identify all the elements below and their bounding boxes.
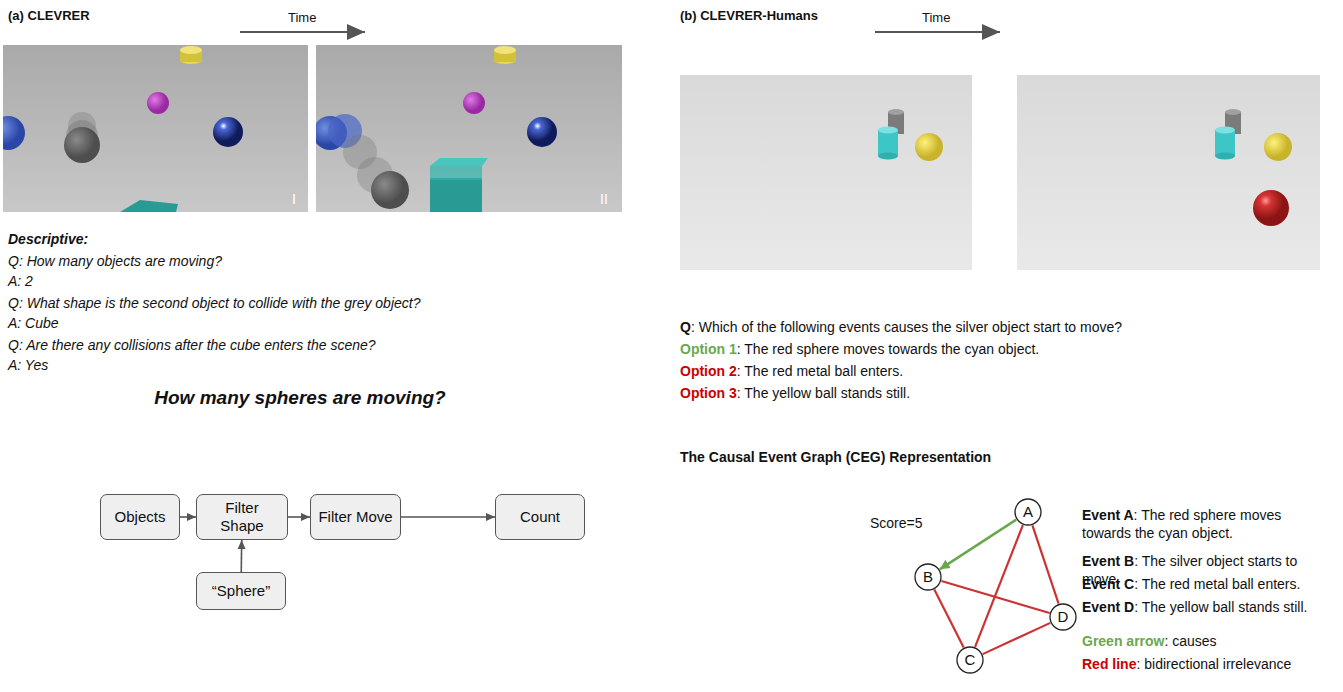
connector [180,516,196,518]
label-text: : causes [1164,633,1216,649]
event-circle: A [1014,498,1042,526]
label-text: : Which of the following events causes t… [691,319,1122,335]
label-text: Time [288,10,316,25]
text-line: Q: What shape is the second object to co… [8,294,420,312]
label-text: : The red sphere moves towards the cyan … [737,341,1039,357]
text-line: A: Cube [8,314,59,332]
connector [941,581,1049,613]
event-circle: C [956,646,984,674]
event-circle: D [1049,603,1077,631]
label-text: Red line [1082,656,1136,672]
time-arrow [240,31,365,33]
label-text: How many spheres are moving? [154,387,445,408]
label-text: (b) CLEVRER-Humans [680,8,818,23]
node-text: D [1058,608,1069,625]
text-line: Q: Which of the following events causes … [680,318,1122,336]
text-line: A: 2 [8,272,33,290]
text-line: Event C: The red metal ball enters. [1082,575,1334,593]
label-text: Q: What shape is the second object to co… [8,295,420,311]
label-text: : bidirectional irrelevance [1136,656,1291,672]
label-text: (a) CLEVRER [8,8,90,23]
label-text: Time [922,10,950,25]
label-text: Descriptive: [8,231,88,247]
process-box: “Sphere” [196,572,286,610]
scene-frame-2 [316,45,622,212]
label-text: Event B [1082,553,1134,569]
scene-frame-1 [3,45,308,212]
text-line: II [600,190,608,208]
text-line: Q: How many objects are moving? [8,252,222,270]
label-text: The Causal Event Graph (CEG) Representat… [680,449,991,465]
label-text: : The red metal ball enters. [737,363,903,379]
text-line: Q: Are there any collisions after the cu… [8,336,376,354]
connector [983,623,1051,654]
process-box: Filter Move [310,494,401,540]
node-text: Filter Move [318,508,392,525]
connector [288,516,310,518]
label-text: Event D [1082,599,1134,615]
text-line: Event A: The red sphere moves towards th… [1082,506,1334,542]
connector [401,516,495,518]
time-arrow [875,31,1000,33]
text-line: The Causal Event Graph (CEG) Representat… [680,448,991,466]
node-text: “Sphere” [212,582,270,599]
text-line: A: Yes [8,356,48,374]
label-text: I [292,191,296,207]
label-text: A: Cube [8,315,59,331]
node-text: C [965,651,976,668]
text-line: Option 2: The red metal ball enters. [680,362,903,380]
label-text: Q: How many objects are moving? [8,253,222,269]
node-text: Filter Shape [220,499,263,534]
label-text: Event A [1082,507,1134,523]
label-text: Event C [1082,576,1134,592]
label-text: Option 2 [680,363,737,379]
scene-frame-4 [1017,75,1320,270]
text-line: Event D: The yellow ball stands still. [1082,598,1334,616]
text-line: How many spheres are moving? [130,386,470,410]
label-text: : The yellow ball stands still. [737,385,910,401]
scene-frame-3 [680,75,972,270]
process-box: Filter Shape [196,494,288,540]
text-line: Option 1: The red sphere moves towards t… [680,340,1039,358]
connector [1032,525,1058,603]
process-box: Count [495,494,585,540]
label-text: A: 2 [8,273,33,289]
connector [240,540,242,572]
text-line: Green arrow: causes [1082,632,1334,650]
text-line: Option 3: The yellow ball stands still. [680,384,910,402]
label-text: : The yellow ball stands still. [1134,599,1307,615]
text-line: I [292,190,296,208]
connector [975,525,1023,647]
text-line: Time [922,8,950,27]
text-line: Descriptive: [8,230,88,248]
text-line: (b) CLEVRER-Humans [680,6,818,25]
connector [934,589,963,647]
process-box: Objects [100,494,180,540]
event-circle: B [914,563,942,591]
node-text: A [1023,503,1033,520]
edge-label: Score=5 [868,515,925,531]
label-text: Option 1 [680,341,737,357]
label-text: : The red metal ball enters. [1134,576,1300,592]
text-line: Time [288,8,316,27]
label-text: Option 3 [680,385,737,401]
node-text: Count [520,508,560,525]
label-text: Q [680,319,691,335]
label-text: Q: Are there any collisions after the cu… [8,337,376,353]
label-text: II [600,191,608,207]
node-text: Objects [115,508,166,525]
text-line: (a) CLEVRER [8,6,90,25]
node-text: B [923,568,933,585]
label-text: Green arrow [1082,633,1164,649]
label-text: A: Yes [8,357,48,373]
text-line: Red line: bidirectional irrelevance [1082,655,1334,673]
connector [940,520,1017,570]
